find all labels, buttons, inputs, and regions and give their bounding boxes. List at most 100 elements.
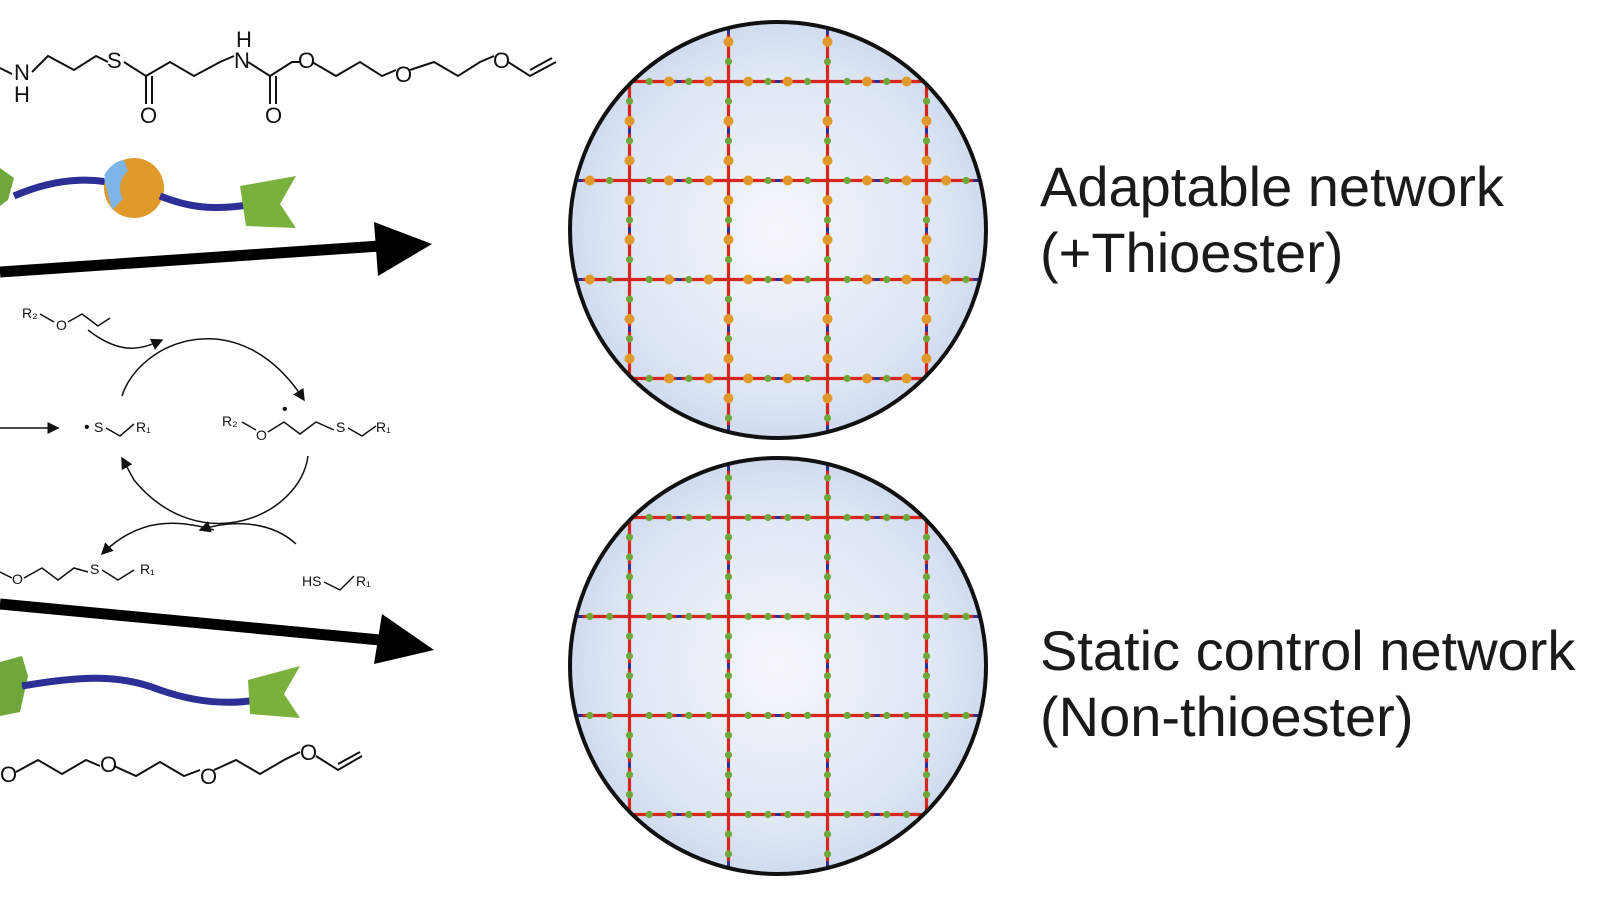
crosslinker-node bbox=[681, 232, 776, 327]
junction-bead bbox=[724, 771, 733, 779]
junction-bead bbox=[922, 58, 931, 66]
chem-label: R₂ bbox=[222, 413, 238, 429]
chem-label: R₁ bbox=[356, 573, 371, 589]
junction-bead bbox=[823, 458, 832, 462]
chem-label: • bbox=[84, 419, 90, 436]
junction-bead bbox=[724, 573, 733, 581]
crosslinker-node bbox=[582, 668, 677, 763]
crosslinker-node bbox=[780, 470, 875, 565]
junction-bead bbox=[823, 672, 832, 680]
thioester-bead bbox=[862, 373, 872, 384]
junction-bead bbox=[962, 711, 970, 720]
junction-bead bbox=[744, 612, 752, 621]
junction-bead bbox=[570, 176, 574, 185]
thioester-bead bbox=[921, 36, 932, 47]
crosslinker-node bbox=[879, 133, 974, 228]
junction-bead bbox=[724, 850, 733, 858]
thioester-bead bbox=[921, 353, 932, 364]
junction-bead bbox=[982, 612, 986, 621]
atom-label: O bbox=[0, 762, 17, 787]
junction-bead bbox=[625, 474, 634, 482]
crosslinker-node bbox=[780, 34, 875, 129]
thioester-bead bbox=[782, 175, 793, 186]
junction-bead bbox=[922, 414, 931, 422]
junction-bead bbox=[645, 711, 653, 720]
junction-bead bbox=[784, 810, 792, 819]
junction-bead bbox=[570, 612, 574, 621]
junction-bead bbox=[823, 692, 832, 700]
junction-bead bbox=[823, 97, 832, 105]
junction-bead bbox=[922, 652, 931, 660]
junction-bead bbox=[570, 77, 574, 86]
junction-bead bbox=[922, 216, 931, 224]
junction-bead bbox=[922, 295, 931, 303]
junction-bead bbox=[843, 711, 851, 720]
junction-bead bbox=[724, 791, 733, 799]
thioester-bead bbox=[921, 314, 932, 324]
junction-bead bbox=[724, 474, 733, 482]
junction-bead bbox=[764, 513, 772, 522]
junction-bead bbox=[922, 97, 931, 105]
thioester-bead bbox=[624, 195, 635, 206]
adaptable-network-label: Adaptable network (+Thioester) bbox=[1040, 154, 1504, 286]
junction-bead bbox=[685, 612, 693, 621]
junction-bead bbox=[903, 711, 911, 720]
junction-bead bbox=[883, 711, 891, 720]
junction-bead bbox=[625, 533, 634, 541]
atom-label: O bbox=[298, 48, 315, 73]
junction-bead bbox=[724, 137, 733, 145]
norbornene-end-icon bbox=[248, 666, 300, 718]
thioester-bead bbox=[624, 393, 635, 404]
chem-label: O bbox=[256, 427, 267, 443]
junction-bead bbox=[863, 711, 871, 720]
thioester-bead bbox=[782, 76, 793, 87]
junction-bead bbox=[625, 771, 634, 779]
junction-bead bbox=[922, 870, 931, 874]
thioester-bead bbox=[723, 116, 734, 126]
junction-bead bbox=[942, 612, 950, 621]
atom-label: O bbox=[200, 764, 217, 789]
junction-bead bbox=[665, 513, 673, 522]
thioester-bead bbox=[584, 274, 595, 285]
junction-bead bbox=[843, 275, 851, 284]
thioester-bead bbox=[624, 314, 635, 324]
junction-bead bbox=[570, 513, 574, 522]
junction-bead bbox=[823, 335, 832, 343]
adaptable-network-circle bbox=[568, 20, 988, 440]
thioester-bead bbox=[723, 353, 734, 364]
junction-bead bbox=[804, 275, 812, 284]
thioester-bead bbox=[941, 373, 952, 384]
junction-bead bbox=[823, 295, 832, 303]
junction-bead bbox=[823, 58, 832, 66]
junction-bead bbox=[724, 553, 733, 561]
junction-bead bbox=[922, 22, 931, 26]
junction-bead bbox=[724, 458, 733, 462]
network-background bbox=[570, 22, 986, 438]
crosslinker-node bbox=[681, 470, 776, 565]
thioester-bead bbox=[624, 155, 635, 166]
thioester-bead bbox=[862, 76, 872, 87]
thioester-bead bbox=[743, 373, 754, 384]
junction-bead bbox=[922, 533, 931, 541]
thioester-bead bbox=[862, 274, 872, 285]
junction-bead bbox=[625, 791, 634, 799]
junction-bead bbox=[724, 414, 733, 422]
thioester-bead bbox=[624, 234, 635, 245]
junction-bead bbox=[784, 711, 792, 720]
junction-bead bbox=[724, 652, 733, 660]
junction-bead bbox=[685, 711, 693, 720]
junction-bead bbox=[705, 513, 713, 522]
junction-bead bbox=[883, 810, 891, 819]
junction-bead bbox=[883, 77, 891, 86]
junction-bead bbox=[685, 374, 693, 383]
junction-bead bbox=[883, 513, 891, 522]
junction-bead bbox=[665, 612, 673, 621]
crosslinker-node bbox=[681, 668, 776, 763]
junction-bead bbox=[804, 176, 812, 185]
junction-bead bbox=[863, 513, 871, 522]
thioester-bead bbox=[743, 175, 754, 186]
junction-bead bbox=[843, 374, 851, 383]
junction-bead bbox=[724, 731, 733, 739]
atom-label: S bbox=[107, 48, 122, 73]
static-network-label: Static control network (Non-thioester) bbox=[1040, 618, 1575, 750]
